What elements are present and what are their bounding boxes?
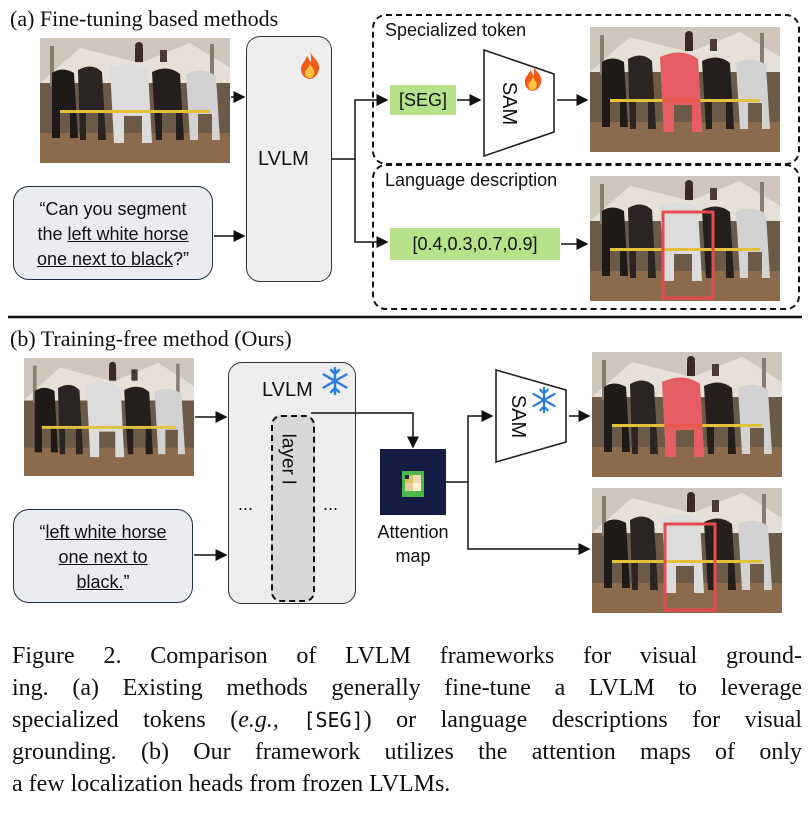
- caption-line-5: a few localization heads from frozen LVL…: [12, 771, 451, 797]
- layer-l-block: [271, 415, 315, 602]
- figure-caption: Figure 2. Comparison of LVLM frameworks …: [12, 640, 802, 800]
- attention-map: [380, 449, 446, 515]
- language-description-group: [372, 164, 800, 310]
- attention-map-label: Attention map: [377, 522, 449, 566]
- section-a-title: (a) Fine-tuning based methods: [10, 6, 279, 31]
- caption-line-1: Figure 2. Comparison of LVLM frameworks …: [12, 643, 802, 669]
- output-bbox-image-a: [590, 176, 780, 301]
- caption-line-3: specialized tokens (e.g., [SEG]) or lang…: [12, 707, 802, 733]
- arrows-a: [8, 91, 802, 319]
- bbox-token: [0.4,0.3,0.7,0.9]: [390, 228, 560, 260]
- text-prompt-a: “Can you segment the left white horse on…: [13, 186, 213, 280]
- seg-token: [SEG]: [390, 85, 456, 115]
- lvlm-label-a: LVLM: [258, 148, 309, 170]
- snowflake-icon-sam: [532, 386, 556, 414]
- lvlm-box-a: [246, 36, 332, 282]
- output-mask-image-b: [592, 352, 782, 477]
- lvlm-label-b: LVLM: [262, 379, 313, 401]
- prompt-a-line3: one next to black?”: [36, 249, 190, 269]
- sam-block-b: [495, 368, 567, 464]
- output-mask-image-a: [590, 27, 780, 152]
- prompt-b-line3: black.”: [76, 572, 130, 592]
- prompt-a-line2: the left white horse: [37, 224, 189, 244]
- text-prompt-b: “left white horse one next to black.”: [13, 509, 193, 603]
- snowflake-icon: [322, 366, 348, 396]
- fire-icon: [301, 51, 320, 79]
- section-b-title: (b) Training-free method (Ours): [10, 326, 292, 351]
- prompt-b-line1: “left white horse: [39, 522, 167, 542]
- ellipsis-left: ...: [238, 494, 254, 514]
- prompt-a-line1: “Can you segment: [39, 199, 187, 219]
- language-description-title: Language description: [382, 170, 561, 191]
- caption-line-4: grounding. (b) Our framework utilizes th…: [12, 739, 802, 765]
- fire-icon-sam: [524, 65, 542, 91]
- caption-line-2: ing. (a) Existing methods generally fine…: [12, 675, 802, 701]
- specialized-token-title: Specialized token: [382, 20, 530, 41]
- prompt-b-line2: one next to: [58, 547, 148, 567]
- output-bbox-image-b: [592, 488, 782, 613]
- ellipsis-right: ...: [323, 494, 339, 514]
- arrows-b: [194, 410, 591, 561]
